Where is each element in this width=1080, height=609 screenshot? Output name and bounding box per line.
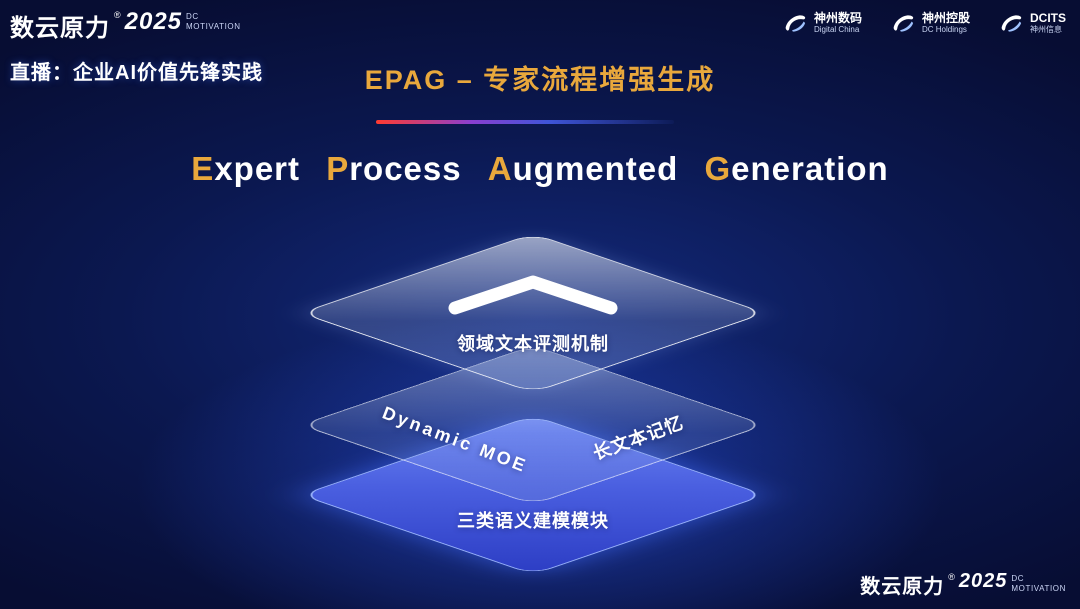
subtitle-word: Process [326,150,462,187]
partner-logos: 神州数码 Digital China 神州控股 DC Holdings DCIT… [782,10,1066,36]
partner-dcits: DCITS 神州信息 [998,10,1066,36]
brand-tagline: DC MOTIVATION [1011,574,1066,594]
subtitle-word: Generation [704,150,889,187]
partner-name: 神州控股 [921,10,970,25]
brand-registered-mark: ® [114,10,121,20]
partner-text: 神州控股 DC Holdings [921,10,970,35]
brand-tagline: DC MOTIVATION [186,12,241,32]
brand-name: 数云原力 [10,15,110,42]
dcits-swoosh-icon [998,10,1024,36]
top-layer-label: 领域文本评测机制 [457,334,609,354]
digital-china-swoosh-icon [782,10,808,36]
brand-year: 2025 [958,570,1008,592]
brand-tag-bottom: MOTIVATION [186,22,241,31]
brand-tag-top: DC [1011,574,1025,583]
partner-dc-holdings: 神州控股 DC Holdings [890,10,970,36]
brand-tag-top: DC [186,12,199,21]
brand-lockup-header: 数云原力 ® 2025 DC MOTIVATION [10,8,241,43]
partner-subname: 神州信息 [1030,25,1062,35]
chevron-up-icon [443,272,623,323]
subtitle: Expert Process Augmented Generation [0,150,1080,188]
bottom-layer-label: 三类语义建模模块 [457,511,609,531]
partner-text: DCITS 神州信息 [1030,10,1066,35]
partner-digital-china: 神州数码 Digital China [782,10,862,36]
brand-tag-bottom: MOTIVATION [1011,584,1066,593]
brand-year: 2025 [124,8,183,35]
partner-subname: Digital China [813,25,860,35]
subtitle-word: Expert [191,150,301,187]
brand-registered-mark: ® [948,572,955,582]
gradient-divider [376,120,674,124]
partner-name: DCITS [1030,10,1066,25]
brand-name: 数云原力 [860,576,945,598]
partner-name: 神州数码 [813,10,862,25]
partner-text: 神州数码 Digital China [813,10,862,35]
live-stream-label: 直播：企业AI价值先锋实践 [10,62,263,84]
dc-holdings-swoosh-icon [890,10,916,36]
partner-subname: DC Holdings [921,25,967,35]
page-title: EPAG – 专家流程增强生成 [364,65,716,95]
brand-lockup-footer: 数云原力 ® 2025 DC MOTIVATION [860,570,1066,599]
subtitle-word: Augmented [487,150,679,187]
